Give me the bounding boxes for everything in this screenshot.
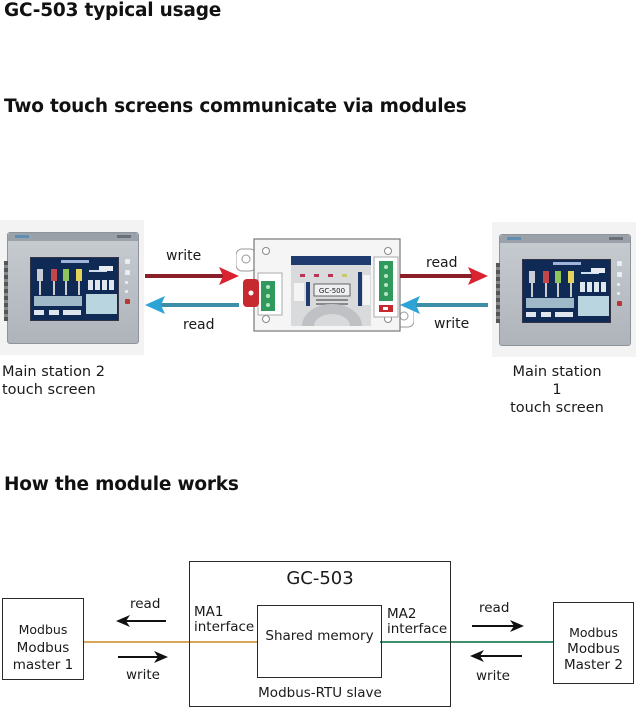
shared-memory-box xyxy=(257,605,382,678)
write-arrowhead-right-icon xyxy=(400,296,420,314)
hmi-frame xyxy=(496,234,631,346)
left-write-arrow-icon xyxy=(118,651,168,663)
diagram-right-read-label: read xyxy=(479,600,510,616)
caption-main-station-2: Main station 2 touch screen xyxy=(2,363,105,399)
ma2-interface-label: interface xyxy=(387,621,448,637)
side-ports xyxy=(4,261,8,321)
modbus-master-1-box xyxy=(2,598,84,680)
device-model-label: GC-500 xyxy=(319,287,345,295)
read-arrowhead-right-icon xyxy=(468,267,488,285)
hmi-side-buttons xyxy=(125,259,132,317)
caption-line: Main station 2 xyxy=(2,364,105,380)
master1-line1: Modbus xyxy=(18,622,68,637)
model-label xyxy=(609,237,623,240)
diagram-right-write-label: write xyxy=(476,668,510,684)
touch-screen-main-station-1 xyxy=(492,222,636,357)
master1-line2: Modbus xyxy=(16,640,70,656)
hmi-frame xyxy=(4,232,139,344)
shared-memory-label: Shared memory xyxy=(265,628,374,644)
hmi-bezel xyxy=(8,233,138,241)
ma1-interface-label: interface xyxy=(194,619,255,635)
diagram-left-read-label: read xyxy=(130,596,161,612)
hmi-side-buttons xyxy=(617,261,624,319)
left-write-label: write xyxy=(166,248,202,264)
modbus-rtu-slave-label: Modbus-RTU slave xyxy=(258,685,382,701)
gc-503-module-box xyxy=(189,561,451,707)
right-read-label: read xyxy=(426,255,458,271)
hmi-display xyxy=(30,257,119,321)
brand-logo xyxy=(507,237,521,240)
diagram-left-write-label: write xyxy=(126,667,160,683)
module-title: GC-503 xyxy=(286,568,354,589)
left-read-label: read xyxy=(183,317,215,333)
ma1-link-line xyxy=(83,641,258,643)
page-title: GC-503 typical usage xyxy=(4,0,222,21)
hmi-display xyxy=(522,259,611,323)
read-arrowhead-icon xyxy=(145,296,165,314)
section-heading-usage: Two touch screens communicate via module… xyxy=(4,96,467,117)
right-terminal-block xyxy=(379,261,393,301)
right-arrows xyxy=(400,267,488,314)
right-write-arrow-icon xyxy=(470,650,522,662)
hmi-bezel xyxy=(500,235,630,243)
left-arrows xyxy=(145,267,239,314)
gc-module-device: GC-500 xyxy=(236,238,414,332)
ma1-label: MA1 xyxy=(194,604,224,620)
caption-line: touch screen xyxy=(510,400,604,416)
side-ports xyxy=(496,263,500,323)
model-label xyxy=(117,235,131,238)
write-arrowhead-icon xyxy=(219,267,239,285)
modbus-master-2-box xyxy=(553,602,634,684)
caption-main-station-1: Main station 1 touch screen xyxy=(507,363,607,417)
master2-line1: Modbus xyxy=(569,625,618,640)
master1-line3: master 1 xyxy=(12,657,74,673)
master2-line2: Modbus xyxy=(567,641,620,657)
ma2-link-line xyxy=(380,641,553,643)
left-read-arrow-icon xyxy=(116,615,166,627)
caption-line: touch screen xyxy=(2,382,96,398)
right-write-label: write xyxy=(434,316,470,332)
ma2-label: MA2 xyxy=(387,606,417,622)
caption-line: Main station 1 xyxy=(512,364,602,398)
master2-line3: Master 2 xyxy=(564,657,623,673)
section-heading-how-it-works: How the module works xyxy=(4,474,239,495)
right-read-arrow-icon xyxy=(472,620,524,632)
brand-logo xyxy=(15,235,29,238)
touch-screen-main-station-2 xyxy=(0,220,144,355)
